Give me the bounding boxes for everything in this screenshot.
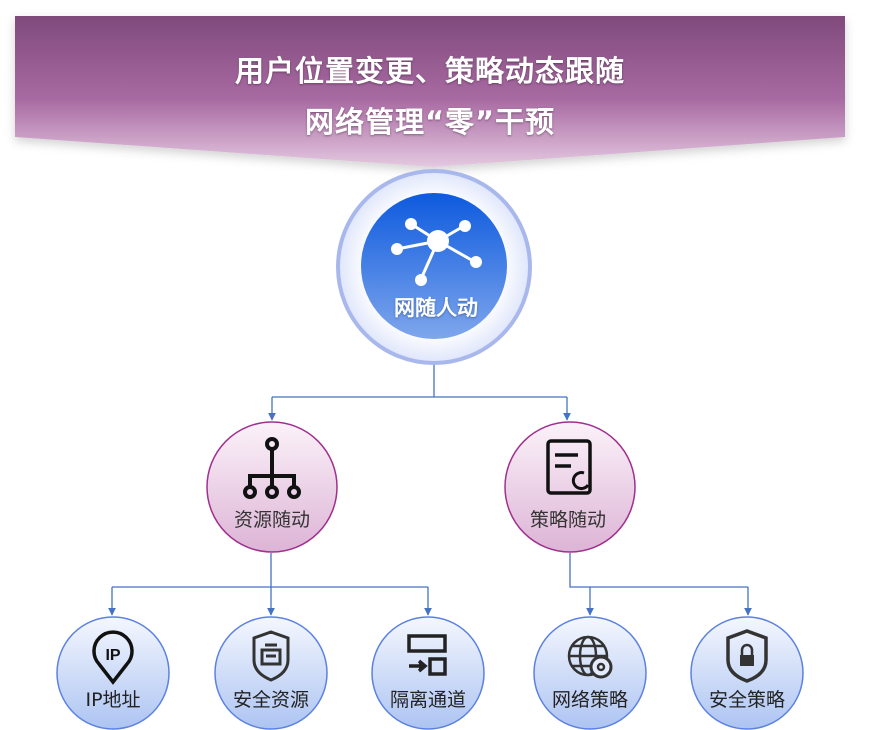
shield-inbox-icon	[252, 630, 290, 682]
ip-location-pin-icon: IP	[92, 630, 134, 685]
svg-text:IP: IP	[105, 647, 120, 664]
network-nodes-icon	[391, 218, 482, 286]
branch-node-resource[interactable]	[206, 421, 338, 553]
leaf-label-ip: IP地址	[85, 689, 141, 711]
hierarchy-icon	[243, 437, 301, 499]
isolation-channel-icon	[407, 634, 447, 676]
banner-title-line2: 网络管理“零”干预	[304, 105, 556, 139]
leaf-label-security-policy: 安全策略	[708, 689, 786, 711]
leaf-node-ip[interactable]: IP	[56, 616, 170, 730]
leaf-node-security-resource[interactable]	[214, 616, 328, 730]
connectors	[108, 364, 752, 616]
leaf-node-isolation[interactable]	[371, 616, 485, 730]
globe-gear-icon	[567, 635, 613, 679]
shield-lock-icon	[726, 629, 768, 683]
branch-label-resource: 资源随动	[233, 509, 311, 531]
leaf-node-network-policy[interactable]	[533, 616, 647, 730]
branch-node-policy[interactable]	[504, 421, 636, 553]
policy-document-refresh-icon	[546, 439, 592, 495]
banner-shape	[15, 16, 845, 167]
root-node[interactable]	[336, 169, 532, 365]
banner-title-line1: 用户位置变更、策略动态跟随	[234, 54, 625, 88]
leaf-label-network-policy: 网络策略	[551, 689, 629, 711]
leaf-label-security-resource: 安全资源	[232, 689, 310, 711]
leaf-label-isolation: 隔离通道	[389, 689, 467, 711]
root-label: 网随人动	[394, 296, 478, 320]
branch-label-policy: 策略随动	[529, 509, 607, 531]
leaf-node-security-policy[interactable]	[690, 616, 804, 730]
